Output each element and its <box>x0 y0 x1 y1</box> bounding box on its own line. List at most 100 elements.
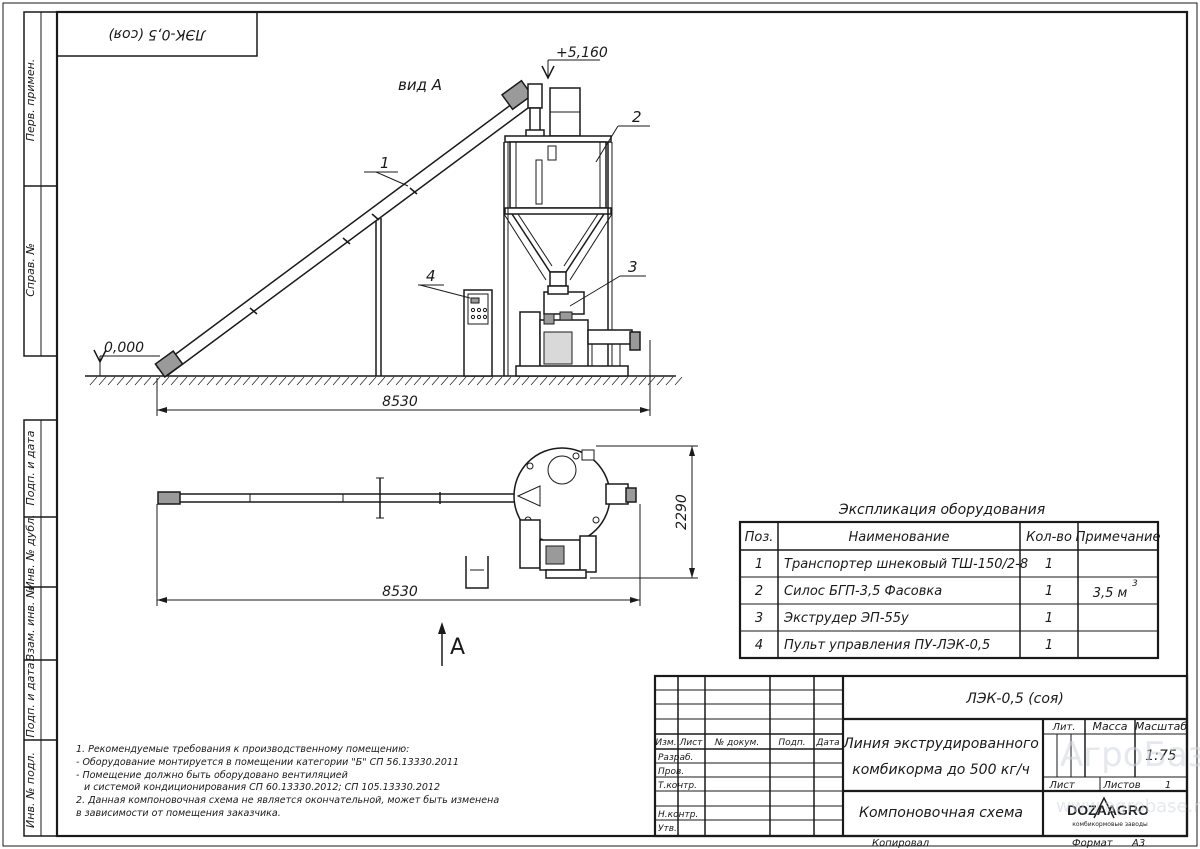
extruder <box>515 285 641 377</box>
view-arrow-label: A <box>450 635 465 660</box>
hatch-stroke <box>566 376 575 386</box>
silo <box>503 87 613 376</box>
tb-listov: Листов <box>1102 780 1140 791</box>
side-label-perv-primen: Перв. примен. <box>24 59 37 142</box>
hatch-stroke <box>494 376 503 386</box>
hatch-stroke <box>467 376 476 386</box>
callout-4: 4 <box>426 267 436 285</box>
tb-row-list: Лист <box>679 738 704 748</box>
expl-row-2-pos: 2 <box>755 584 763 599</box>
note-line-6: в зависимости от помещения заказчика. <box>76 808 281 819</box>
tb-prov: Пров. <box>658 767 684 777</box>
watermark-line1: АгроБаза <box>1060 735 1200 775</box>
hatch-stroke <box>287 376 296 386</box>
note-line-1: 1. Рекомендуемые требования к производст… <box>76 744 409 755</box>
tb-name-line1: Линия экструдированного <box>842 736 1039 752</box>
plan-view <box>156 445 698 666</box>
expl-header-pos: Поз. <box>745 530 774 545</box>
tb-row-data: Дата <box>815 738 839 748</box>
hatch-stroke <box>440 376 449 386</box>
hatch-stroke <box>674 376 683 386</box>
expl-header-note: Примечание <box>1076 530 1161 545</box>
hatch-stroke <box>314 376 323 386</box>
tb-format-value: А3 <box>1131 838 1145 849</box>
hatch-stroke <box>638 376 647 386</box>
note-line-5: 2. Данная компоновочная схема не являетс… <box>76 795 499 806</box>
hatch-stroke <box>368 376 377 386</box>
hatch-stroke <box>143 376 152 386</box>
tb-name-line2: комбикорма до 500 кг/ч <box>852 762 1029 778</box>
expl-row-3-pos: 3 <box>755 611 763 626</box>
side-label-podp-data-2: Подп. и дата <box>24 662 37 737</box>
expl-row-2-qty: 1 <box>1045 584 1053 599</box>
screw-conveyor <box>154 79 545 378</box>
tb-doc-type: Компоновочная схема <box>859 805 1023 821</box>
hatch-stroke <box>485 376 494 386</box>
expl-row-1-pos: 1 <box>755 557 763 572</box>
explication-table <box>738 520 1160 660</box>
tb-format: Формат <box>1072 838 1114 849</box>
hatch-stroke <box>134 376 143 386</box>
side-stamp: Перв. примен. Справ. № Подп. и дата Инв.… <box>23 11 58 837</box>
side-view: 1 2 3 4 вид А +5,160 0,000 8530 <box>85 45 683 416</box>
hatch-stroke <box>170 376 179 386</box>
tb-designation: ЛЭК-0,5 (соя) <box>965 691 1064 707</box>
tb-masshtab: Масштаб <box>1135 720 1187 733</box>
title-block <box>653 674 1189 838</box>
side-label-vzam-inv: Взам. инв. № <box>24 587 37 662</box>
hatch-stroke <box>422 376 431 386</box>
hatch-stroke <box>449 376 458 386</box>
callout-1: 1 <box>380 154 390 172</box>
hatch-stroke <box>377 376 386 386</box>
hatch-stroke <box>89 376 98 386</box>
hatch-stroke <box>575 376 584 386</box>
hatch-stroke <box>602 376 611 386</box>
hatch-stroke <box>278 376 287 386</box>
hatch-stroke <box>665 376 674 386</box>
logo-text: DOZAAGRO <box>1067 802 1149 818</box>
tb-list: Лист <box>1048 780 1076 791</box>
note-line-3: - Помещение должно быть оборудовано вент… <box>76 770 348 781</box>
hatch-stroke <box>413 376 422 386</box>
elevation-top-mark <box>541 59 600 80</box>
expl-row-4-qty: 1 <box>1045 638 1053 653</box>
top-stamp-text: ЛЭК-0,5 (соя) <box>108 26 207 42</box>
expl-row-2-name: Силос БГП-3,5 Фасовка <box>784 584 942 599</box>
hatch-stroke <box>116 376 125 386</box>
hatch-stroke <box>386 376 395 386</box>
expl-row-4-pos: 4 <box>755 638 763 653</box>
hatch-stroke <box>521 376 530 386</box>
hatch-stroke <box>548 376 557 386</box>
watermark-line2: www.agrobase.ru <box>1056 796 1200 817</box>
hatch-stroke <box>125 376 134 386</box>
tb-massa: Масса <box>1092 720 1127 733</box>
hatch-stroke <box>584 376 593 386</box>
dim-length-side: 8530 <box>382 394 418 410</box>
elevation-zero: 0,000 <box>104 340 144 356</box>
hatch-stroke <box>296 376 305 386</box>
hatch-stroke <box>242 376 251 386</box>
dim-length-plan: 8530 <box>382 584 418 600</box>
hatch-stroke <box>611 376 620 386</box>
hatch-stroke <box>539 376 548 386</box>
elevation-top: +5,160 <box>556 45 608 61</box>
hatch-stroke <box>215 376 224 386</box>
floor-hatching <box>89 376 683 386</box>
tb-kopiroval: Копировал <box>872 838 930 849</box>
note-line-2: - Оборудование монтируется в помещении к… <box>76 757 459 768</box>
hatch-stroke <box>620 376 629 386</box>
hatch-stroke <box>512 376 521 386</box>
hatch-stroke <box>206 376 215 386</box>
hatch-stroke <box>305 376 314 386</box>
hatch-stroke <box>503 376 512 386</box>
hatch-stroke <box>251 376 260 386</box>
side-label-podp-data-1: Подп. и дата <box>24 430 37 505</box>
expl-row-3-name: Экструдер ЭП-55у <box>783 611 909 626</box>
hatch-stroke <box>395 376 404 386</box>
hatch-stroke <box>656 376 665 386</box>
tb-tkontr: Т.контр. <box>658 781 697 791</box>
explication-title: Экспликация оборудования <box>838 502 1045 518</box>
hatch-stroke <box>647 376 656 386</box>
